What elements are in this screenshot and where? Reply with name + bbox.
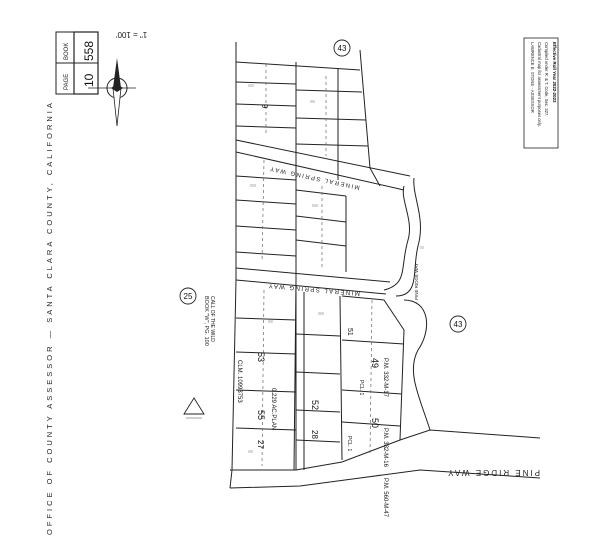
parcel-53: 53 bbox=[256, 352, 266, 362]
notice-line-3: Compiled under R. & T. Code, Sec. 327. bbox=[544, 42, 549, 116]
pcl-label-1: PCL. 1 bbox=[358, 380, 364, 396]
page-ref-25-label: 25 bbox=[184, 292, 193, 301]
parcel-lines bbox=[229, 42, 541, 489]
assessor-notice: LAWRENCE E. STONE - ASSESSOR Cadastral m… bbox=[523, 37, 559, 149]
acreage-label: 0.229 AC.PLAN bbox=[270, 388, 276, 430]
notice-line-4: Effective Roll Year 2022-2023 bbox=[552, 42, 557, 103]
page-label: PAGE bbox=[64, 74, 70, 90]
page-number: 10 bbox=[82, 73, 96, 87]
page-ref-43-top: 43 bbox=[333, 39, 351, 57]
road-label-mineral-spring-lower: MINERAL SPRING WAY bbox=[267, 282, 360, 296]
book-ref-line-1: BOOK "W", PG. 100 bbox=[203, 296, 209, 346]
scale-text: 1" = 100' bbox=[116, 30, 148, 39]
pm-label-3: P.M. 560-M-47 bbox=[382, 478, 388, 518]
parcel-55: 55 bbox=[256, 410, 266, 420]
parcel-52: 52 bbox=[310, 400, 320, 410]
scan-marks bbox=[248, 84, 424, 453]
parcel-50: 50 bbox=[370, 418, 380, 428]
book-page-box: BOOK PAGE 558 10 bbox=[55, 31, 99, 95]
pm-label-2: P.M. 332-M-16 bbox=[382, 428, 388, 468]
office-header: OFFICE OF COUNTY ASSESSOR — SANTA CLARA … bbox=[45, 100, 54, 535]
page-ref-25: 25 bbox=[179, 287, 197, 305]
page-ref-43-right: 43 bbox=[449, 315, 467, 333]
parcel-51: 51 bbox=[346, 328, 353, 336]
page-ref-43-top-label: 43 bbox=[338, 44, 347, 53]
parcel-numbers: 53 55 52 49 50 51 28 27 9 bbox=[256, 104, 380, 449]
parcel-28: 28 bbox=[310, 430, 319, 439]
road-label-pine-ridge: PINE RIDGE WAY bbox=[446, 468, 540, 477]
book-label: BOOK bbox=[64, 43, 70, 60]
parcel-9: 9 bbox=[260, 104, 269, 109]
clm-label: CLM. 10993753 bbox=[236, 360, 242, 403]
pcl-label-2: PCL. 1 bbox=[346, 436, 352, 452]
north-arrow-icon bbox=[88, 58, 136, 127]
page-ref-43-right-label: 43 bbox=[454, 320, 463, 329]
parcel-49: 49 bbox=[370, 358, 380, 368]
book-number: 558 bbox=[82, 41, 96, 61]
parcel-27: 27 bbox=[256, 440, 265, 449]
road-label-pine-ridge-curve: PINE RIDGE WAY bbox=[414, 263, 419, 300]
pm-label-1: P.M. 332-M-17 bbox=[382, 358, 388, 398]
monument-triangle-icon bbox=[183, 397, 205, 419]
notice-line-1: LAWRENCE E. STONE - ASSESSOR bbox=[530, 42, 535, 113]
book-ref-line-2: CALL OF THE WILD bbox=[209, 296, 215, 342]
notice-line-2: Cadastral map for assessment purposes on… bbox=[537, 42, 542, 127]
dashed-lines bbox=[261, 64, 373, 467]
